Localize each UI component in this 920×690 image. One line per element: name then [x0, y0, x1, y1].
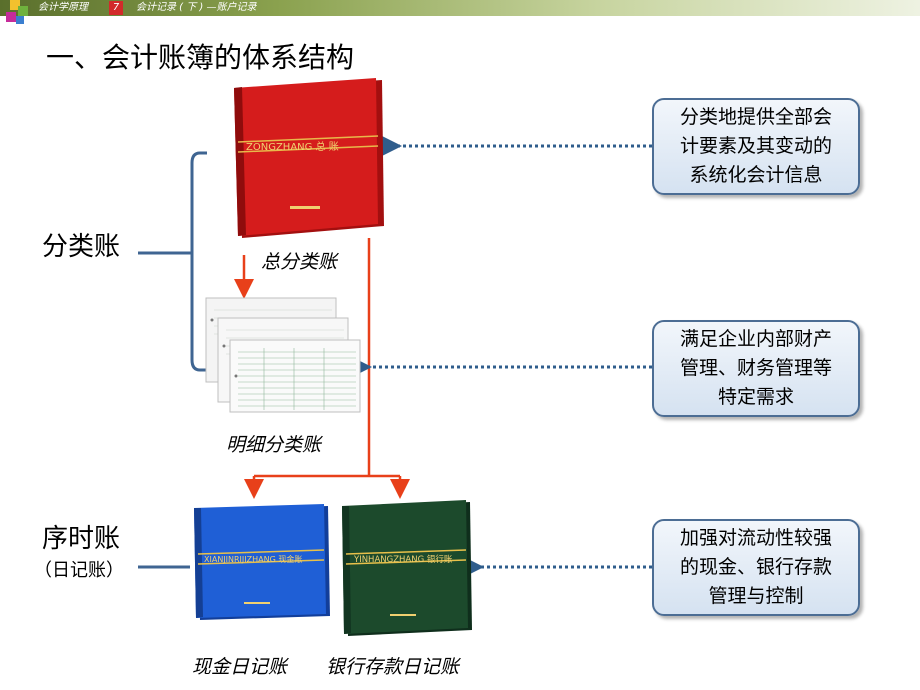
- header-chapter-number: 7: [109, 1, 123, 15]
- callout-line: 管理、财务管理等: [679, 357, 832, 379]
- header-bar: [0, 0, 920, 16]
- callout-line: 分类地提供全部会: [679, 106, 832, 128]
- general-ledger-book: ZONGZHANG 总 账: [234, 78, 384, 238]
- cash-journal-spine-text: XIANJINRIJIZHANG 现金账: [204, 554, 302, 564]
- callout-line: 管理与控制: [708, 585, 804, 607]
- bank-journal-book: YINHANGZHANG 银行账: [342, 500, 472, 636]
- page-title: 一、会计账簿的体系结构: [46, 41, 355, 74]
- callout-line: 加强对流动性较强: [679, 527, 832, 549]
- callout-journals: 加强对流动性较强 的现金、银行存款 管理与控制: [652, 519, 860, 616]
- callout-line: 系统化会计信息: [689, 164, 823, 186]
- group-sublabel-chronological: （日记账）: [34, 560, 124, 581]
- cash-journal-caption: 现金日记账: [192, 656, 288, 678]
- logo-icon: [6, 0, 28, 24]
- group-label-chronological: 序时账: [42, 524, 121, 554]
- callout-line: 满足企业内部财产: [679, 328, 832, 350]
- callout-general-ledger: 分类地提供全部会 计要素及其变动的 系统化会计信息: [652, 98, 860, 195]
- header-course: 会计学原理: [38, 2, 88, 13]
- group-label-classified: 分类账: [42, 232, 121, 262]
- bank-journal-spine-text: YINHANGZHANG 银行账: [353, 554, 453, 565]
- header-chapter-title: 会计记录 ( 下 ) —账户记录: [136, 2, 257, 13]
- subsidiary-ledger-sheets: [205, 297, 361, 413]
- cash-journal-book: XIANJINRIJIZHANG 现金账: [194, 504, 330, 620]
- general-ledger-spine-text: ZONGZHANG 总 账: [246, 140, 339, 153]
- callout-line: 特定需求: [717, 386, 794, 408]
- general-ledger-caption: 总分类账: [261, 251, 338, 273]
- callout-line: 的现金、银行存款: [679, 556, 832, 578]
- subsidiary-ledger-caption: 明细分类账: [226, 434, 322, 456]
- callout-line: 计要素及其变动的: [679, 135, 832, 157]
- bank-journal-caption: 银行存款日记账: [326, 656, 460, 678]
- callout-subsidiary-ledger: 满足企业内部财产 管理、财务管理等 特定需求: [652, 320, 860, 417]
